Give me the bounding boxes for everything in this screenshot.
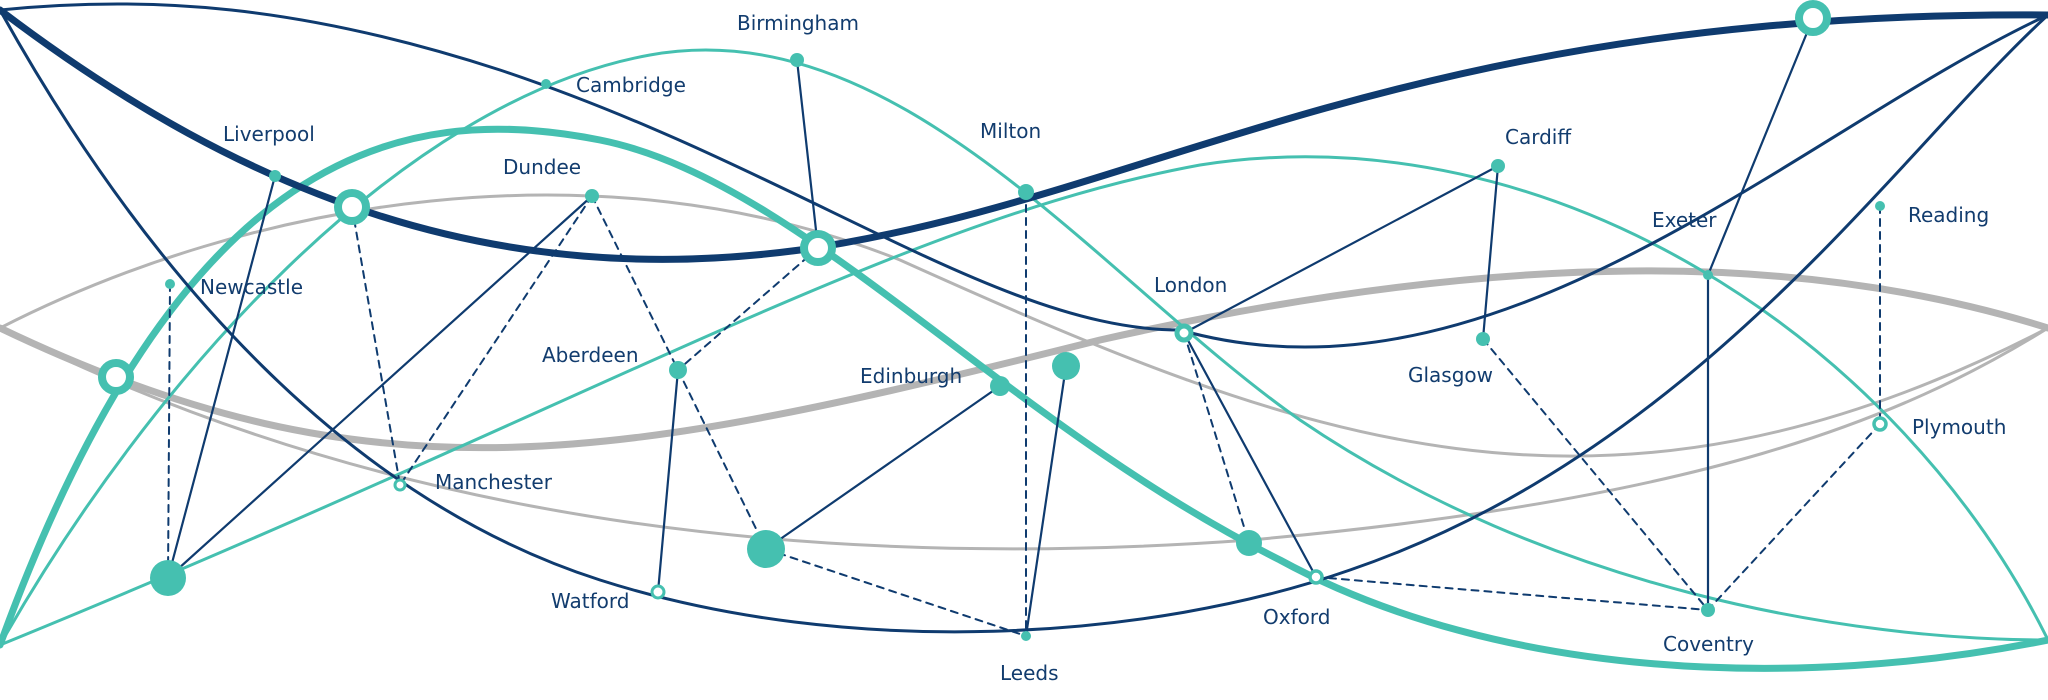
hub-left	[98, 359, 134, 395]
label-dundee: Dundee	[503, 155, 581, 179]
node-manchester	[393, 478, 407, 492]
node-coventry	[1701, 603, 1715, 617]
label-liverpool: Liverpool	[223, 122, 315, 146]
grey-curve-thin-b	[0, 326, 2048, 551]
node-edinburgh-b	[1052, 352, 1080, 380]
grey-curve-thin-a	[0, 193, 2048, 458]
label-london: London	[1154, 273, 1227, 297]
link-edinburgh-b	[1024, 364, 1068, 638]
label-edinburgh: Edinburgh	[860, 364, 962, 388]
dash-2	[351, 206, 401, 486]
label-manchester: Manchester	[435, 470, 553, 494]
link-london-oxford	[1182, 331, 1318, 579]
navy-curve-low	[0, 8, 2048, 634]
link-aberdeen-watford	[656, 368, 680, 594]
node-plymouth	[1872, 416, 1888, 432]
teal-curve-thick	[0, 125, 2048, 672]
node-mid-lower-right	[1236, 530, 1262, 556]
dash-5	[677, 247, 819, 371]
dash-7	[765, 548, 1027, 637]
node-watford	[650, 584, 666, 600]
node-glasgow	[1476, 332, 1490, 346]
label-watford: Watford	[551, 589, 629, 613]
dash-3	[399, 195, 593, 486]
link-birmingham-b	[795, 58, 820, 250]
node-edinburgh	[990, 376, 1010, 396]
teal-curve-arc	[0, 48, 2048, 647]
label-glasgow: Glasgow	[1408, 363, 1493, 387]
dash-1	[167, 283, 171, 579]
node-milton	[1018, 184, 1034, 200]
dash-13	[1707, 423, 1881, 611]
node-upper-left-small	[165, 279, 175, 289]
dash-4	[591, 195, 679, 371]
dash-11	[1482, 338, 1709, 611]
dash-10	[1315, 576, 1709, 611]
hub-center	[800, 230, 836, 266]
label-cambridge: Cambridge	[576, 73, 686, 97]
label-leeds: Leeds	[1000, 661, 1059, 685]
node-oxford	[1308, 569, 1324, 585]
label-coventry: Coventry	[1663, 632, 1754, 656]
node-big-lower-left	[150, 560, 186, 596]
hub-newcastle-a	[334, 189, 370, 225]
dash-6	[677, 369, 767, 550]
node-cardiff	[1491, 159, 1505, 173]
label-cardiff: Cardiff	[1505, 125, 1572, 149]
label-milton: Milton	[980, 119, 1041, 143]
navy-curve-top	[0, 2, 2048, 349]
label-birmingham: Birmingham	[737, 11, 859, 35]
node-leeds	[1021, 631, 1031, 641]
node-liverpool	[269, 170, 281, 182]
node-exeter	[1703, 270, 1713, 280]
link-cardiff-london	[1182, 164, 1500, 335]
link-liverpool-a	[166, 174, 277, 580]
node-big-lower-mid	[747, 530, 785, 568]
node-dundee	[585, 189, 599, 203]
teal-curve-bridge	[0, 155, 2048, 647]
node-london	[1174, 323, 1194, 343]
link-exeter-a	[1706, 16, 1815, 277]
node-cambridge	[541, 79, 551, 89]
label-reading: Reading	[1908, 203, 1989, 227]
label-exeter: Exeter	[1652, 208, 1717, 232]
node-birmingham	[790, 53, 804, 67]
dash-9	[1183, 332, 1250, 544]
link-cardiff-glasgow	[1481, 164, 1500, 341]
label-newcastle: Newcastle	[200, 275, 303, 299]
node-reading	[1875, 201, 1885, 211]
label-plymouth: Plymouth	[1912, 415, 2006, 439]
grey-curve-thick	[0, 267, 2048, 452]
label-aberdeen: Aberdeen	[542, 343, 639, 367]
link-edinburgh-a	[764, 384, 1002, 551]
link-dundee-a	[166, 194, 594, 580]
node-aberdeen	[669, 361, 687, 379]
label-oxford: Oxford	[1263, 605, 1330, 629]
hub-top-right	[1795, 0, 1831, 36]
